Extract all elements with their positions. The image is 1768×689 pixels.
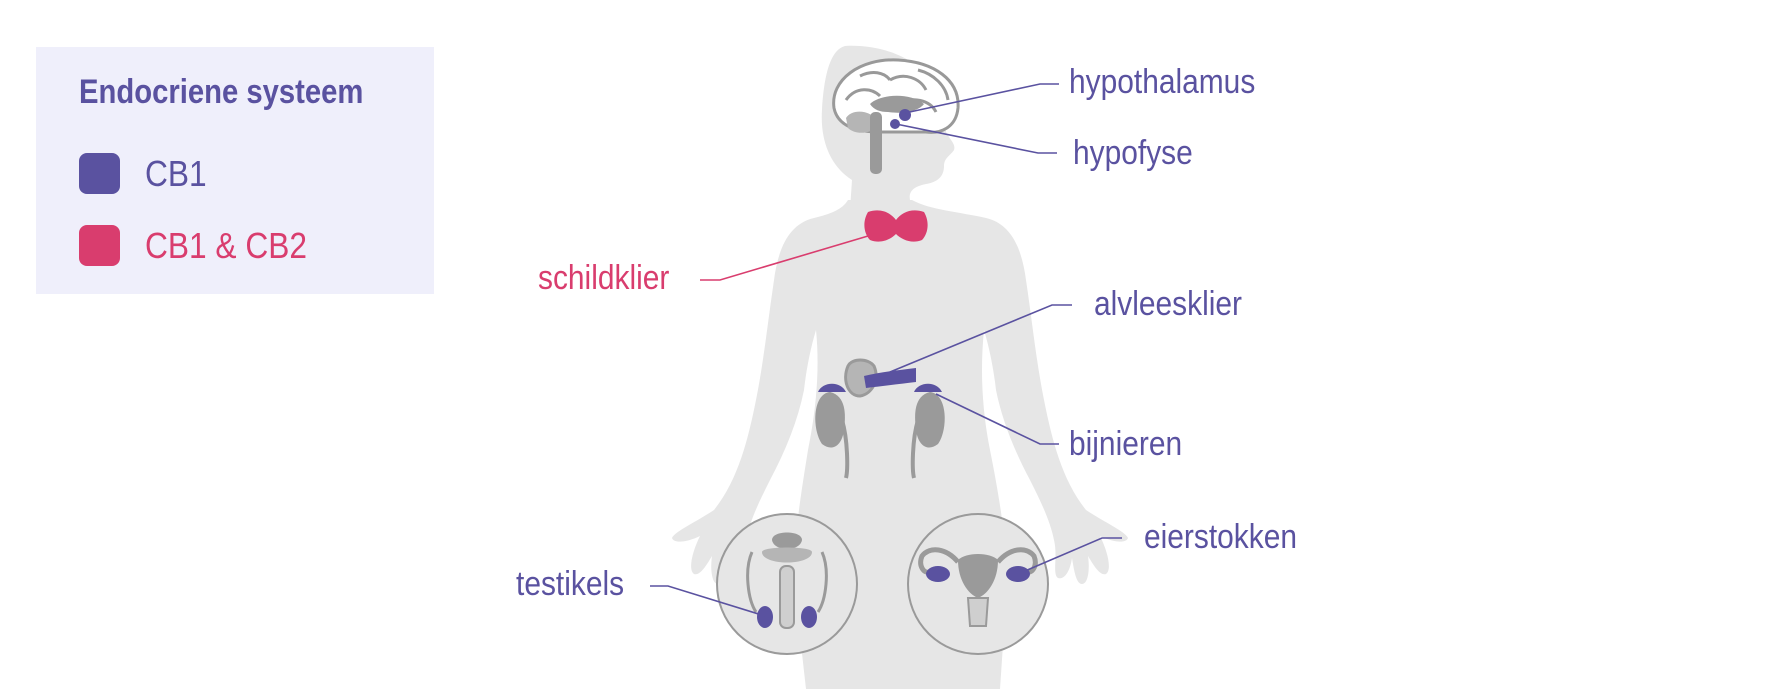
male-reproductive-icon: [716, 513, 858, 655]
adrenal-right: [914, 383, 942, 392]
pancreas-icon: [844, 358, 916, 398]
label-schildklier: schildklier: [538, 259, 670, 297]
label-eierstokken: eierstokken: [1144, 518, 1298, 556]
brain-icon: [832, 58, 960, 174]
testis-left: [757, 606, 773, 628]
cb1-swatch: [79, 153, 120, 194]
hypofyse-marker: [890, 119, 900, 129]
eierstokken-leader: [1017, 537, 1122, 575]
kidney-left-icon: [815, 383, 850, 479]
cb1-cb2-swatch: [79, 225, 120, 266]
legend-title: Endocriene systeem: [79, 73, 364, 111]
legend-label-cb1: CB1: [145, 153, 207, 194]
testis-right: [801, 606, 817, 628]
label-bijnieren: bijnieren: [1069, 425, 1183, 463]
hypothalamus-leader: [904, 83, 1059, 114]
label-alvleesklier: alvleesklier: [1094, 285, 1243, 323]
hypofyse-leader: [895, 123, 1057, 154]
female-reproductive-icon: [907, 513, 1049, 655]
label-hypothalamus: hypothalamus: [1069, 63, 1256, 101]
label-testikels: testikels: [516, 565, 625, 603]
legend: Endocriene systeem CB1 CB1 & CB2: [36, 47, 434, 294]
thyroid-icon: [864, 210, 928, 242]
testikels-leader: [650, 585, 766, 617]
ovary-left: [926, 566, 950, 582]
legend-label-cb1-cb2: CB1 & CB2: [145, 225, 307, 266]
bijnieren-leader: [935, 393, 1059, 445]
label-hypofyse: hypofyse: [1073, 134, 1193, 172]
hypothalamus-marker: [899, 109, 911, 121]
leader-lines: [650, 83, 1122, 617]
schildklier-leader: [700, 235, 869, 281]
kidney-right-icon: [910, 383, 945, 479]
alvleesklier-leader: [889, 304, 1072, 373]
adrenal-left: [818, 383, 846, 392]
